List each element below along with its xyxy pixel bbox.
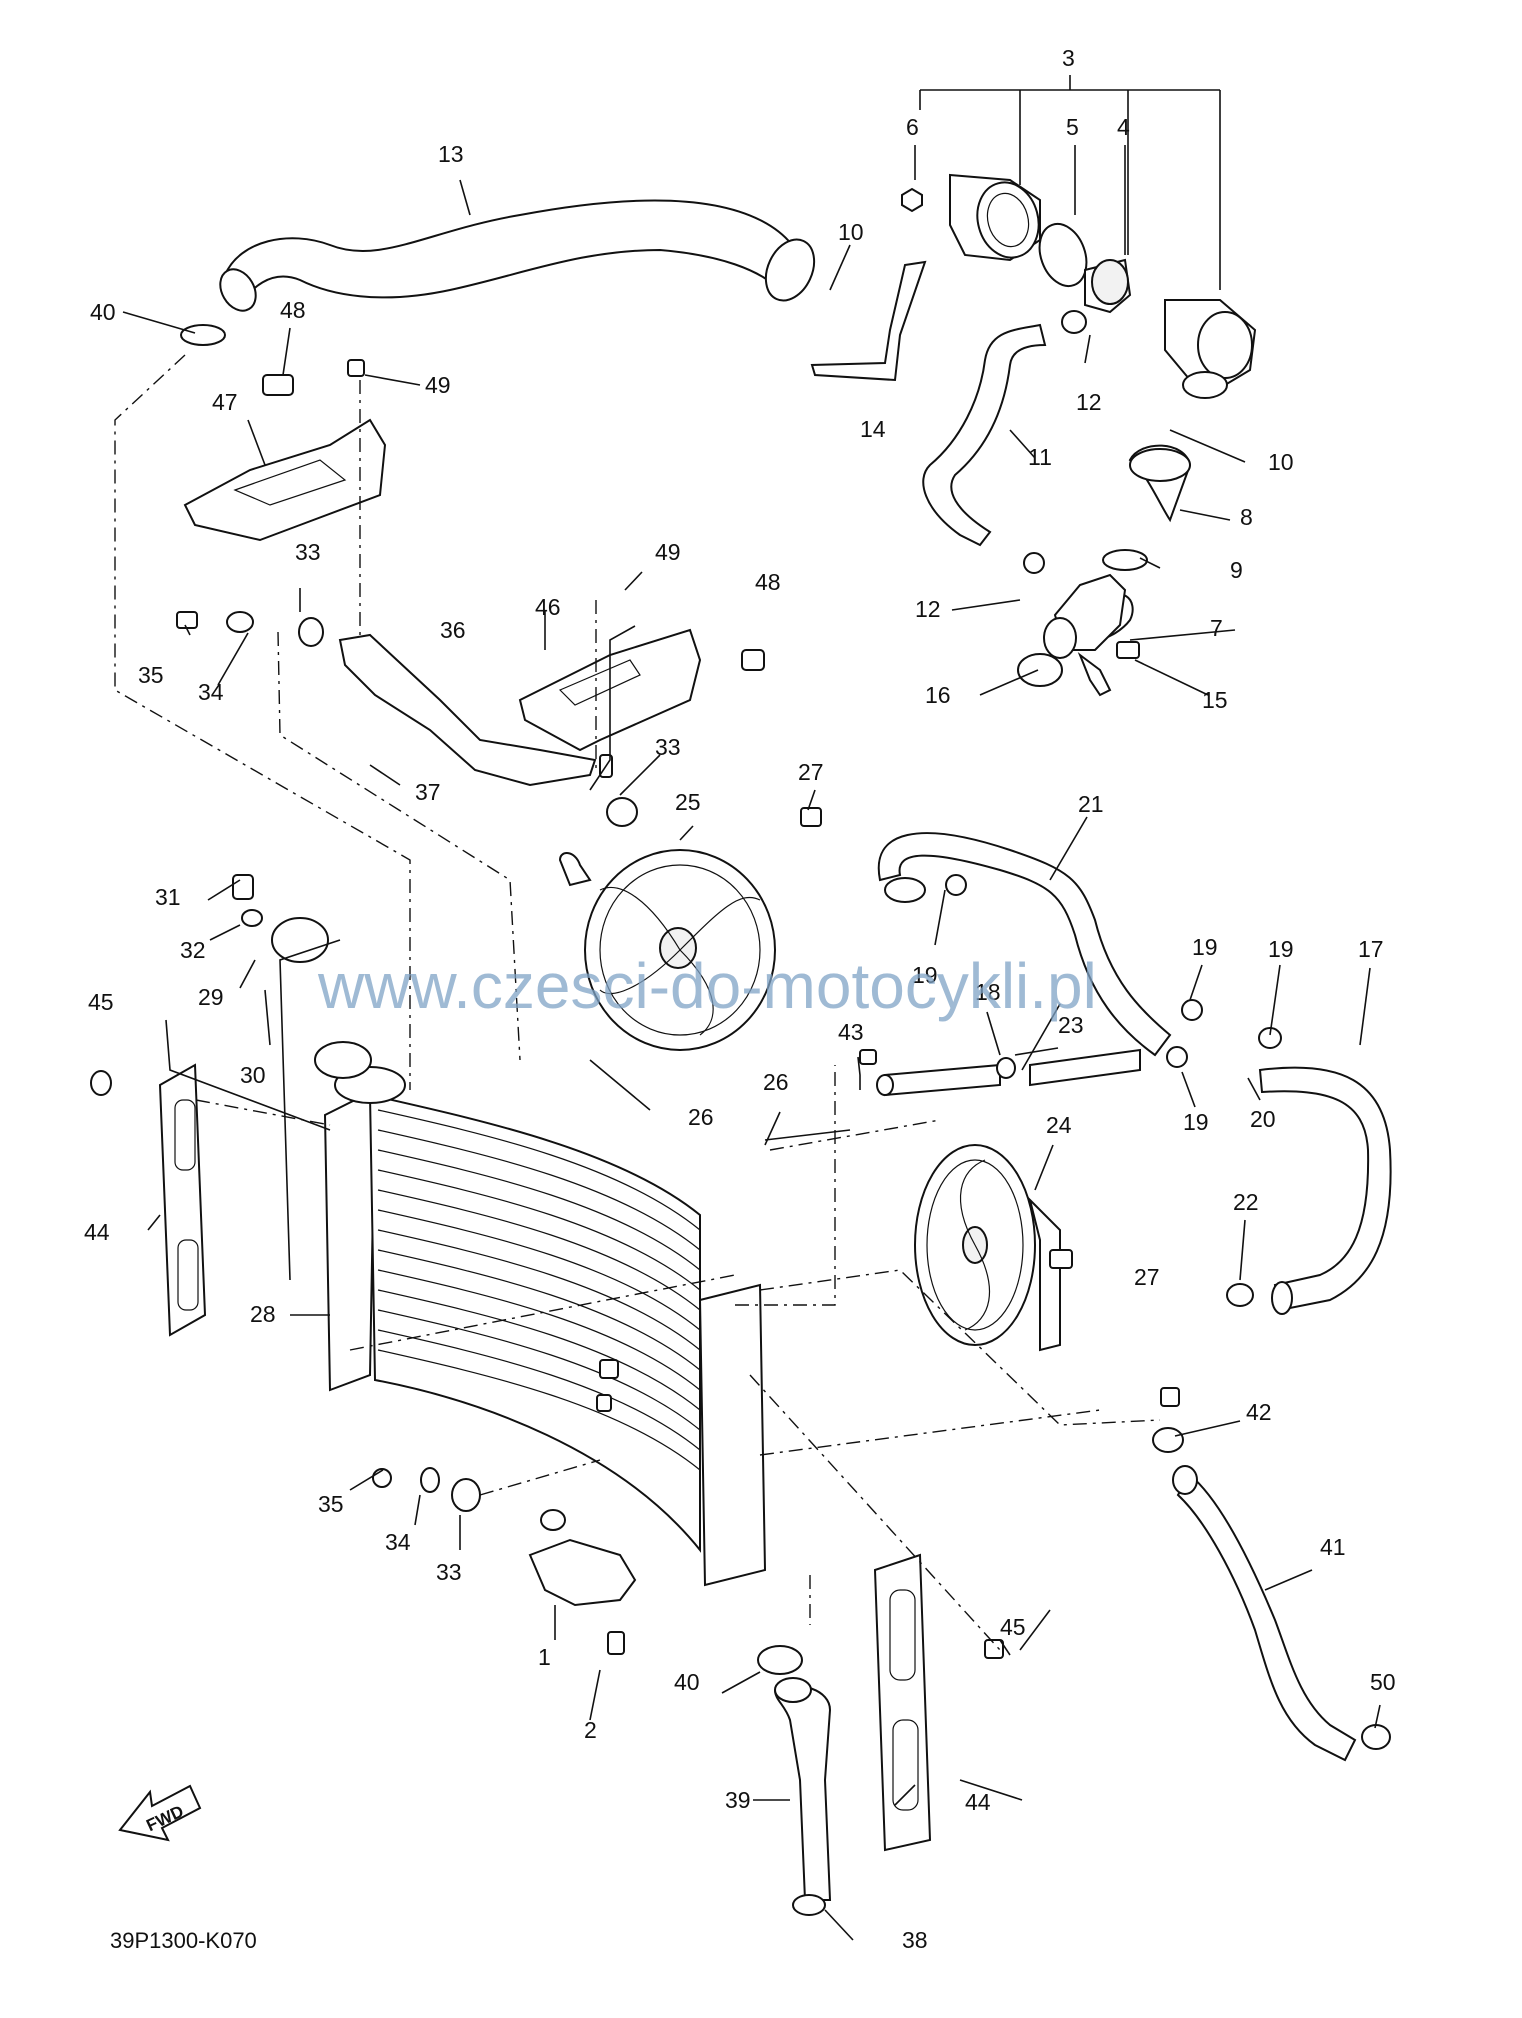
- callout-47: 47: [212, 389, 238, 415]
- side-covers: [158, 1063, 932, 1852]
- callout-33c: 33: [436, 1559, 462, 1585]
- cooling-fan-top: [558, 849, 776, 1051]
- thermostat-housing: [901, 173, 1257, 399]
- callout-34a: 34: [198, 679, 224, 705]
- callout-28: 28: [250, 1301, 276, 1327]
- callout-48b: 48: [755, 569, 781, 595]
- thermostat-hose: [922, 323, 1047, 547]
- watermark: www.czesci-do-motocykli.pl: [317, 950, 1097, 1022]
- callout-39: 39: [725, 1787, 751, 1813]
- callout-44a: 44: [84, 1219, 110, 1245]
- callout-33b: 33: [655, 734, 681, 760]
- callout-44b: 44: [965, 1789, 991, 1815]
- callout-13: 13: [438, 141, 464, 167]
- lower-bracket: [528, 1538, 637, 1607]
- callout-1: 1: [538, 1644, 551, 1670]
- callout-49a: 49: [425, 372, 451, 398]
- callout-17: 17: [1358, 936, 1384, 962]
- callout-29: 29: [198, 984, 224, 1010]
- callout-45b: 45: [1000, 1614, 1026, 1640]
- callout-21: 21: [1078, 791, 1104, 817]
- callout-38: 38: [902, 1927, 928, 1953]
- diagram-code: 39P1300-K070: [110, 1928, 257, 1953]
- callout-labels: 1 2 3 4 5 6 7 8 9 10 10 11 12 12 13 14 1…: [84, 45, 1396, 1953]
- fasteners: [90, 310, 1391, 1916]
- callout-3: 3: [1062, 45, 1075, 71]
- callout-42: 42: [1246, 1399, 1272, 1425]
- callout-19a: 19: [912, 962, 938, 988]
- upper-radiator-hose: [219, 199, 816, 312]
- callout-4: 4: [1117, 114, 1130, 140]
- callout-33a: 33: [295, 539, 321, 565]
- callout-22: 22: [1233, 1189, 1259, 1215]
- callout-34b: 34: [385, 1529, 411, 1555]
- callout-19c: 19: [1268, 936, 1294, 962]
- callout-14: 14: [860, 416, 886, 442]
- callout-11: 11: [1028, 444, 1052, 470]
- water-pipe: [1017, 444, 1192, 697]
- radiator-hoses: [773, 832, 1392, 1901]
- callout-20: 20: [1250, 1106, 1276, 1132]
- callout-31: 31: [155, 884, 181, 910]
- callout-41: 41: [1320, 1534, 1346, 1560]
- callout-35b: 35: [318, 1491, 344, 1517]
- callout-19b: 19: [1192, 934, 1218, 960]
- callout-6: 6: [906, 114, 919, 140]
- callout-5: 5: [1066, 114, 1079, 140]
- callout-7: 7: [1210, 615, 1223, 641]
- callout-10a: 10: [838, 219, 864, 245]
- fwd-arrow: FWD: [118, 1784, 202, 1842]
- assembly-lines: [114, 354, 1161, 1651]
- callout-2: 2: [584, 1717, 597, 1743]
- callout-12b: 12: [915, 596, 941, 622]
- callout-23: 23: [1058, 1012, 1084, 1038]
- callout-37: 37: [415, 779, 441, 805]
- callout-15: 15: [1202, 687, 1228, 713]
- callout-12a: 12: [1076, 389, 1102, 415]
- callout-26a: 26: [688, 1104, 714, 1130]
- callout-8: 8: [1240, 504, 1253, 530]
- callout-40a: 40: [90, 299, 116, 325]
- callout-43: 43: [838, 1019, 864, 1045]
- callout-19d: 19: [1183, 1109, 1209, 1135]
- callout-10b: 10: [1268, 449, 1294, 475]
- callout-48a: 48: [280, 297, 306, 323]
- callout-26b: 26: [763, 1069, 789, 1095]
- callout-32: 32: [180, 937, 206, 963]
- callout-9: 9: [1230, 557, 1243, 583]
- callout-49b: 49: [655, 539, 681, 565]
- cooling-fan-right: [914, 1144, 1061, 1352]
- callout-35a: 35: [138, 662, 164, 688]
- bracket: [810, 260, 927, 382]
- callout-25: 25: [675, 789, 701, 815]
- leader-lines: [122, 75, 1381, 1941]
- callout-36: 36: [440, 617, 466, 643]
- callout-50: 50: [1370, 1669, 1396, 1695]
- callout-18: 18: [975, 979, 1001, 1005]
- radiator-core: [314, 1041, 767, 1587]
- callout-30: 30: [240, 1062, 266, 1088]
- callout-45a: 45: [88, 989, 114, 1015]
- callout-16: 16: [925, 682, 951, 708]
- callout-27b: 27: [1134, 1264, 1160, 1290]
- callout-27a: 27: [798, 759, 824, 785]
- callout-40b: 40: [674, 1669, 700, 1695]
- radiator-covers: [183, 418, 702, 787]
- callout-24: 24: [1046, 1112, 1072, 1138]
- callout-46: 46: [535, 594, 561, 620]
